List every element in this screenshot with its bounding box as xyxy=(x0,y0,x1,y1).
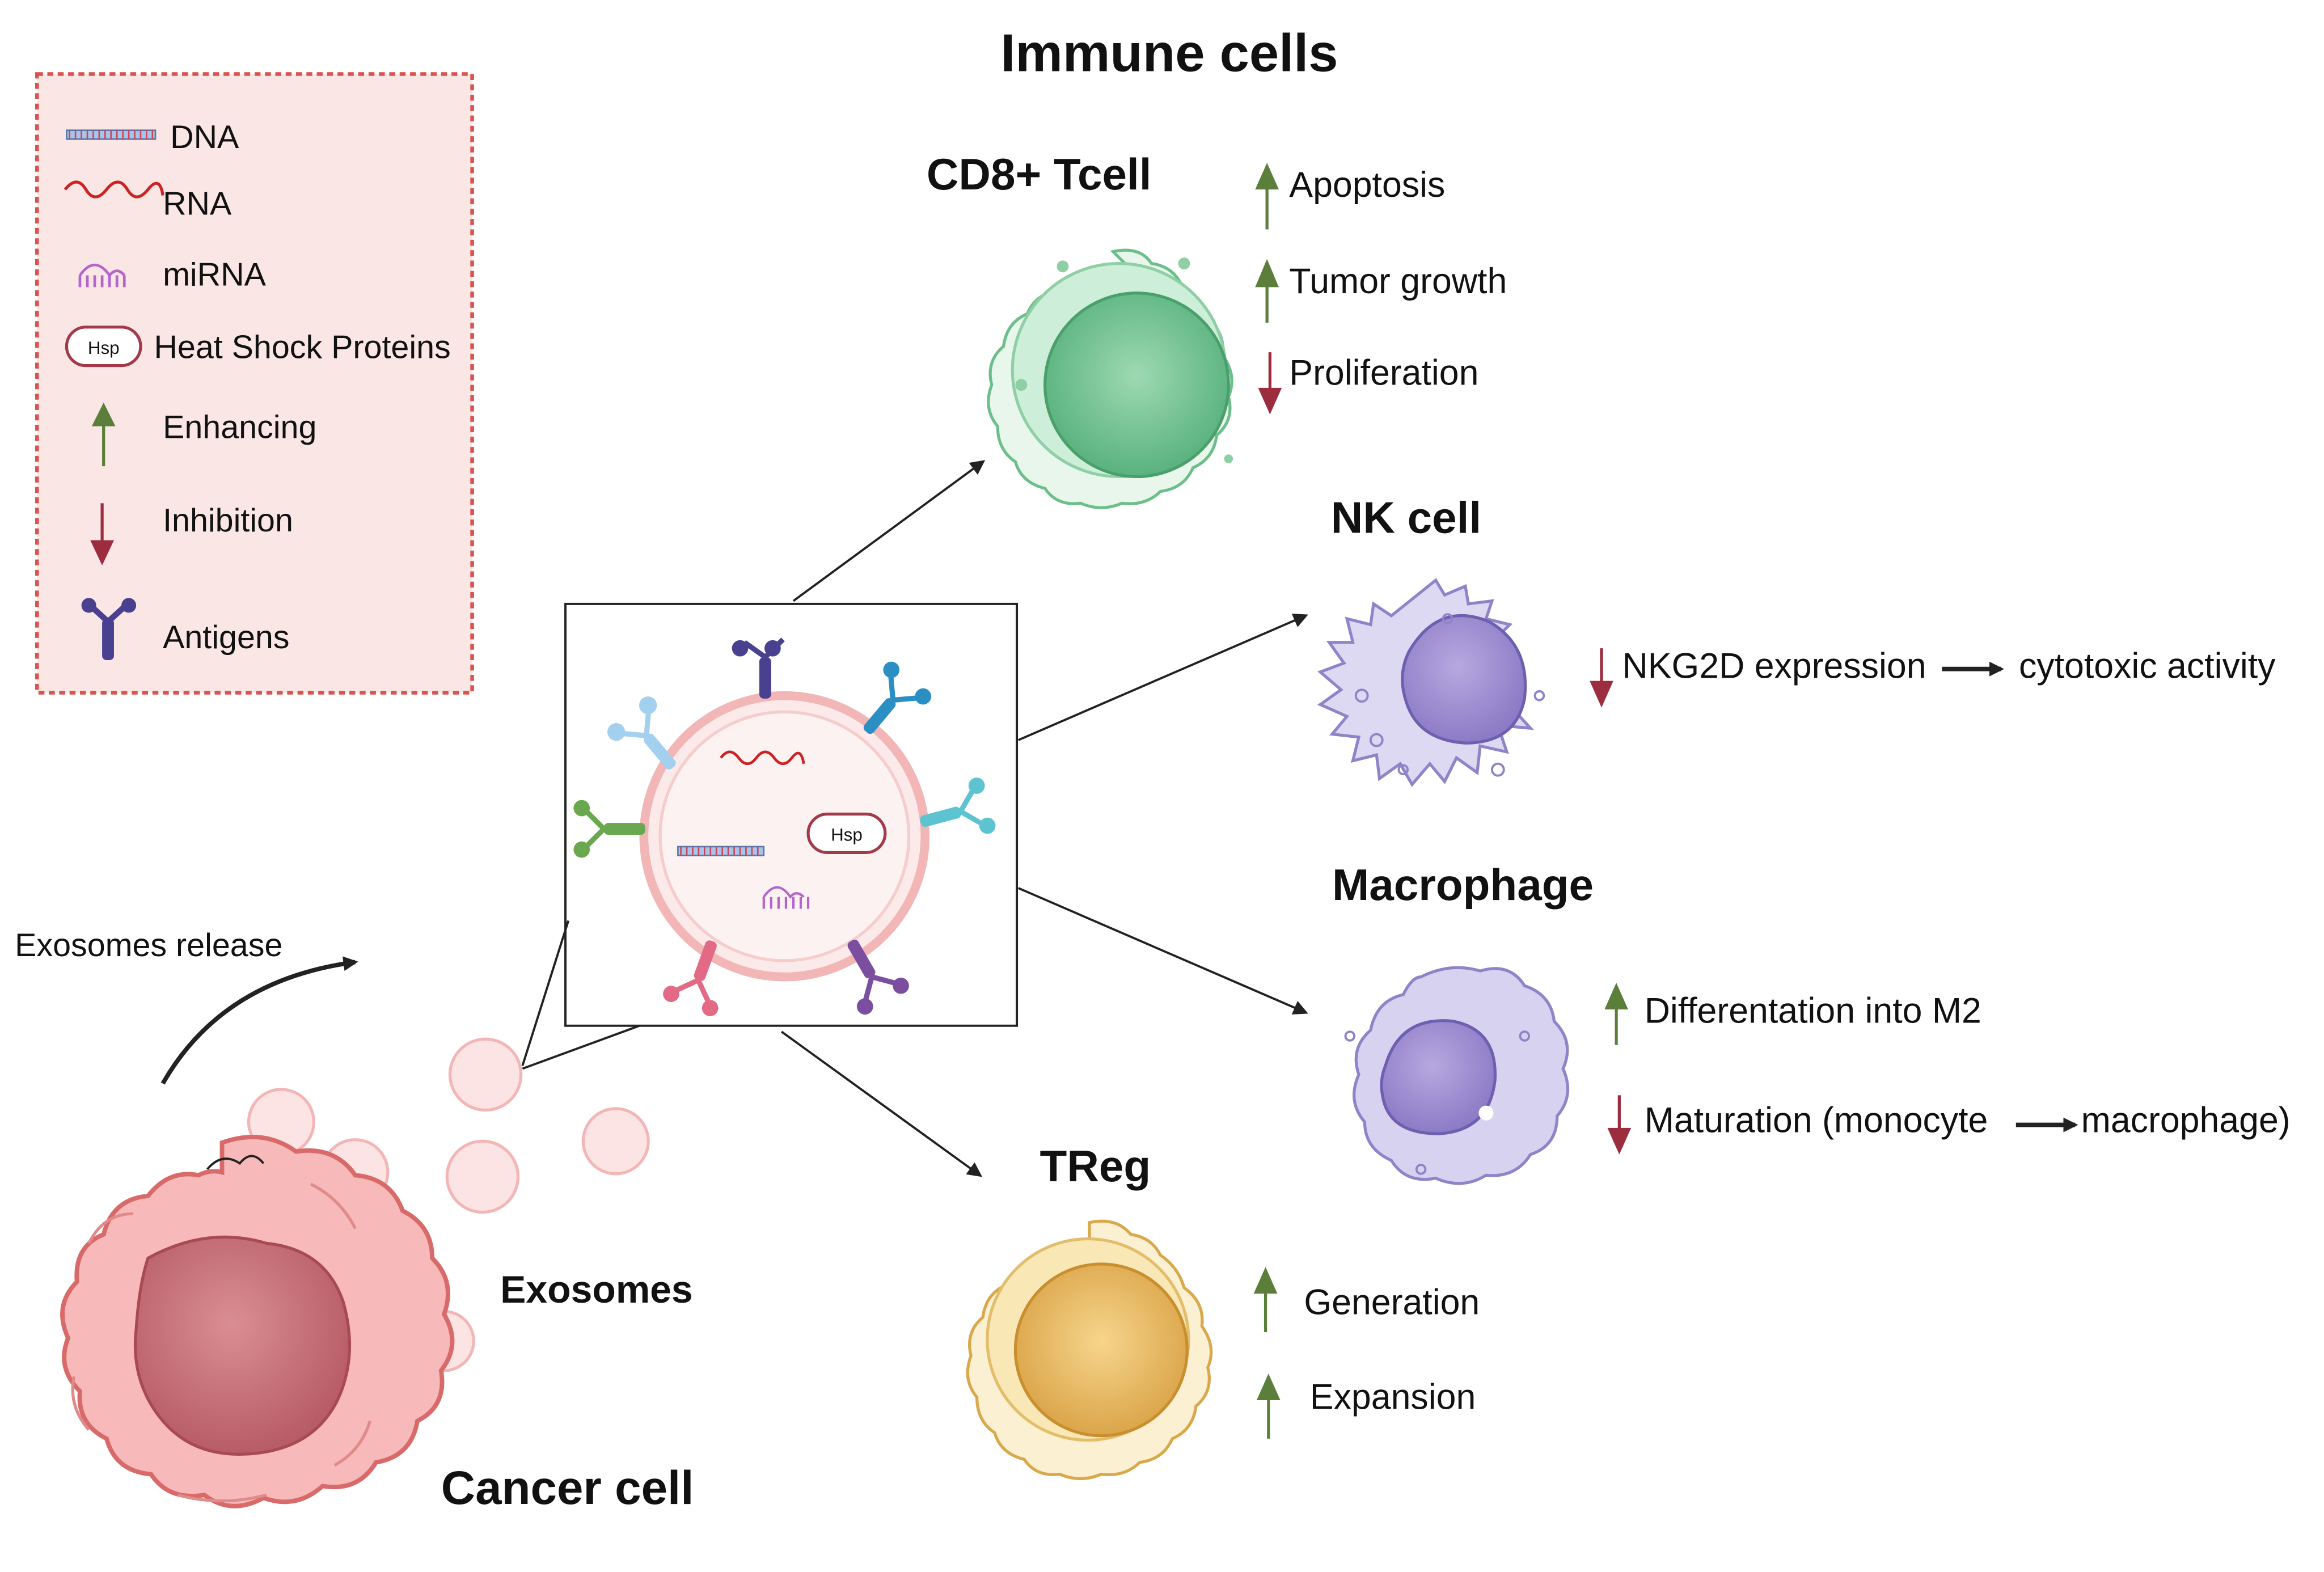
nk-cell xyxy=(1317,578,1545,787)
down-arrow-icon xyxy=(1590,648,1613,708)
up-arrow-icon xyxy=(1253,1267,1278,1332)
treg-label: TReg xyxy=(1040,1141,1151,1191)
mirna-icon xyxy=(78,264,126,288)
antigen-icon xyxy=(847,939,909,1015)
legend: DNA RNA miRNA Hsp Heat Shock Proteins En… xyxy=(35,72,474,695)
antigen-icon xyxy=(607,696,676,770)
up-arrow-icon xyxy=(91,402,116,467)
antigen-icon xyxy=(573,800,645,858)
nk-label: NK cell xyxy=(1331,493,1481,543)
exosome-zoom-panel: Hsp xyxy=(564,602,1019,1027)
nk-effect: NKG2D expression xyxy=(1622,646,1926,686)
arrow-to-cd8 xyxy=(792,460,986,602)
macrophage-effect-maturation: Maturation (monocyte xyxy=(1645,1101,1988,1140)
exosome-particle xyxy=(581,1107,650,1176)
cd8-effect-apoptosis: Apoptosis xyxy=(1289,165,1445,205)
cancer-cell xyxy=(60,1135,455,1508)
zoom-line-upper xyxy=(521,920,570,1066)
macrophage-effect-maturation-target: macrophage) xyxy=(2081,1101,2291,1140)
exosome-hsp-badge: Hsp xyxy=(831,825,863,844)
exosome-particle xyxy=(445,1139,520,1214)
macrophage-effect-m2: Differentation into M2 xyxy=(1645,991,1981,1031)
cd8-effect-proliferation: Proliferation xyxy=(1289,353,1478,393)
antigen-icon xyxy=(732,637,785,699)
legend-inhibition-label: Inhibition xyxy=(163,502,293,539)
antigen-icon xyxy=(920,777,996,834)
macrophage-label: Macrophage xyxy=(1332,860,1594,910)
legend-rna-label: RNA xyxy=(163,185,232,222)
rna-icon xyxy=(64,180,164,198)
legend-hsp-badge: Hsp xyxy=(88,338,120,358)
treg-effect-expansion: Expansion xyxy=(1310,1377,1476,1417)
title: Immune cells xyxy=(1000,23,1338,82)
legend-box xyxy=(35,72,474,695)
treg-cell xyxy=(966,1219,1213,1480)
cd8-effect-tumor-growth: Tumor growth xyxy=(1289,261,1507,301)
up-arrow-icon xyxy=(1604,983,1628,1045)
cancer-cell-label: Cancer cell xyxy=(441,1461,694,1514)
treg-effect-generation: Generation xyxy=(1304,1283,1480,1322)
mirna-icon xyxy=(762,886,810,909)
legend-mirna-label: miRNA xyxy=(163,257,266,293)
dna-icon xyxy=(677,846,765,856)
up-arrow-icon xyxy=(1255,163,1279,230)
hsp-icon: Hsp xyxy=(65,326,142,367)
rna-icon xyxy=(720,750,805,766)
arrow-to-macrophage xyxy=(1017,887,1308,1015)
macrophage-cell xyxy=(1344,966,1570,1185)
exosome-particle xyxy=(448,1037,523,1112)
down-arrow-icon xyxy=(1607,1095,1632,1155)
antigen-icon xyxy=(81,598,137,661)
legend-dna-label: DNA xyxy=(170,119,239,155)
legend-antigens-label: Antigens xyxy=(163,619,289,656)
hsp-icon: Hsp xyxy=(806,812,887,854)
exosomes-label: Exosomes xyxy=(500,1269,692,1311)
nk-result: cytotoxic activity xyxy=(2019,646,2276,686)
dna-icon xyxy=(66,129,157,140)
legend-enhancing-label: Enhancing xyxy=(163,409,316,446)
antigen-icon xyxy=(863,661,932,734)
down-arrow-icon xyxy=(1258,352,1282,415)
down-arrow-icon xyxy=(90,503,114,566)
cd8-cell xyxy=(987,248,1233,509)
antigen-icon xyxy=(663,940,719,1016)
up-arrow-icon xyxy=(1255,259,1279,323)
exosome-release-arrow xyxy=(160,956,358,1085)
cd8-label: CD8+ Tcell xyxy=(927,149,1152,199)
arrow-to-nk xyxy=(1017,614,1308,741)
legend-hsp-label: Heat Shock Proteins xyxy=(154,329,450,366)
zoom-line-lower xyxy=(522,1024,640,1070)
arrow-to-treg xyxy=(780,1030,983,1177)
up-arrow-icon xyxy=(1256,1374,1281,1439)
exosome-release-label: Exosomes release xyxy=(15,927,282,964)
